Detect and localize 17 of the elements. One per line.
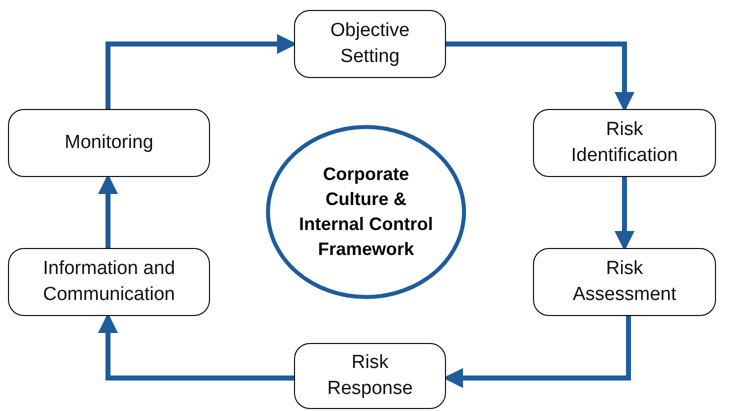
process-box: [294, 343, 446, 409]
step-label: Information and Communication: [42, 257, 176, 307]
step-label: Objective Setting: [329, 19, 411, 69]
step-label: Risk Identification: [570, 118, 679, 168]
arrow: [98, 313, 294, 380]
process-box: [8, 109, 210, 177]
process-box: [533, 109, 716, 177]
arrow: [98, 174, 118, 248]
process-box: [533, 248, 716, 316]
arrow: [614, 177, 634, 251]
process-box: [8, 248, 210, 316]
center-label: Corporate Culture & Internal Control Framework: [298, 162, 434, 262]
process-box: [294, 10, 446, 78]
step-label: Risk Response: [326, 351, 414, 401]
arrow: [446, 42, 634, 112]
step-label: Risk Assessment: [572, 257, 678, 307]
step-label: Monitoring: [64, 131, 154, 156]
